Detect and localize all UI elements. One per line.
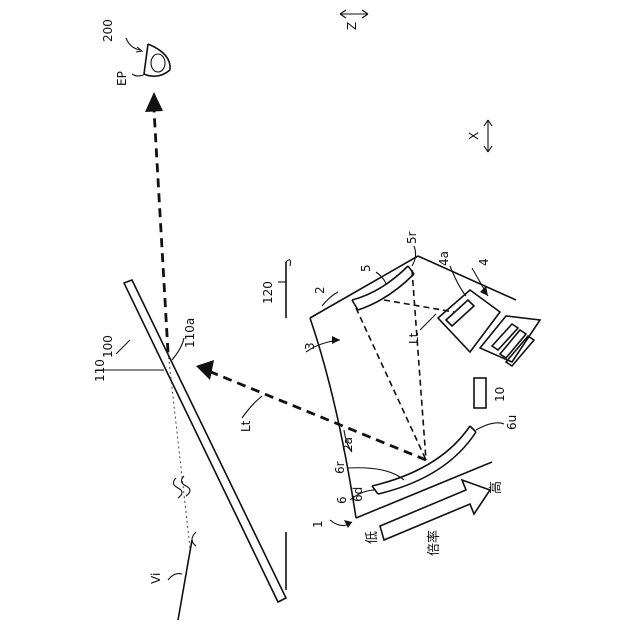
display-unit-4 [438, 290, 540, 366]
light-path-4-to-5 [384, 300, 454, 312]
label-6d: 6d [351, 487, 365, 502]
label-lt-upper: Lt [239, 420, 253, 432]
label-x: X [467, 132, 481, 140]
label-5r: 5r [405, 231, 419, 244]
lt-leader-upper [242, 396, 262, 418]
label-3: 3 [303, 342, 317, 350]
label-4a: 4a [437, 251, 451, 266]
eye-point-icon [144, 44, 170, 76]
label-120: 120 [261, 281, 275, 304]
label-110: 110 [93, 359, 107, 382]
label-6r: 6r [333, 461, 347, 474]
label-100: 100 [101, 335, 115, 358]
ray-eye-arrowhead-icon [145, 92, 163, 112]
label-z: Z [345, 22, 359, 30]
virtual-image-line [178, 540, 192, 620]
label-6u: 6u [505, 415, 519, 430]
label-1: 1 [311, 520, 325, 528]
mirror-5r-leader [412, 246, 416, 266]
label-4: 4 [477, 258, 491, 266]
windshield-leader-100 [116, 340, 130, 354]
light-path-display-to-mirror [412, 270, 426, 460]
label-lt-lower: Lt [407, 332, 421, 344]
label-vi: Vi [149, 573, 163, 584]
label-6: 6 [335, 496, 349, 504]
label-magnification: 倍率 [426, 530, 442, 556]
housing [310, 256, 516, 518]
label-1-arrow-icon [344, 520, 352, 528]
z-axis-arrow-icon [340, 10, 368, 18]
label-5: 5 [359, 264, 373, 272]
ep-leader [132, 74, 145, 76]
mirror-6r-leader [348, 468, 404, 480]
windshield [124, 280, 286, 602]
ray-to-eye [154, 110, 168, 352]
drive-unit-10 [474, 378, 486, 408]
label-2a: 2a [341, 437, 355, 452]
display-4a-leader [450, 266, 466, 296]
light-path-mirror5 [356, 308, 426, 460]
label-10: 10 [493, 387, 507, 402]
virtual-image-break-icon [192, 532, 196, 546]
label-high: 高 [488, 481, 504, 494]
break-mark-icon-2 [181, 476, 190, 496]
label-200: 200 [101, 19, 115, 42]
label-3-arrow-icon [332, 336, 340, 344]
mirror-6u-leader [476, 423, 504, 430]
lt-leader-lower [420, 314, 436, 330]
label-ep: EP [115, 71, 129, 86]
label-110a: 110a [183, 318, 197, 348]
ray-windshield-arrowhead-icon [196, 360, 214, 380]
vi-leader [168, 574, 182, 580]
break-mark-icon [173, 478, 182, 498]
x-axis-arrow-icon [484, 120, 492, 152]
label-low: 低 [365, 531, 380, 544]
label-2: 2 [313, 286, 327, 294]
ray-to-windshield [206, 370, 426, 460]
